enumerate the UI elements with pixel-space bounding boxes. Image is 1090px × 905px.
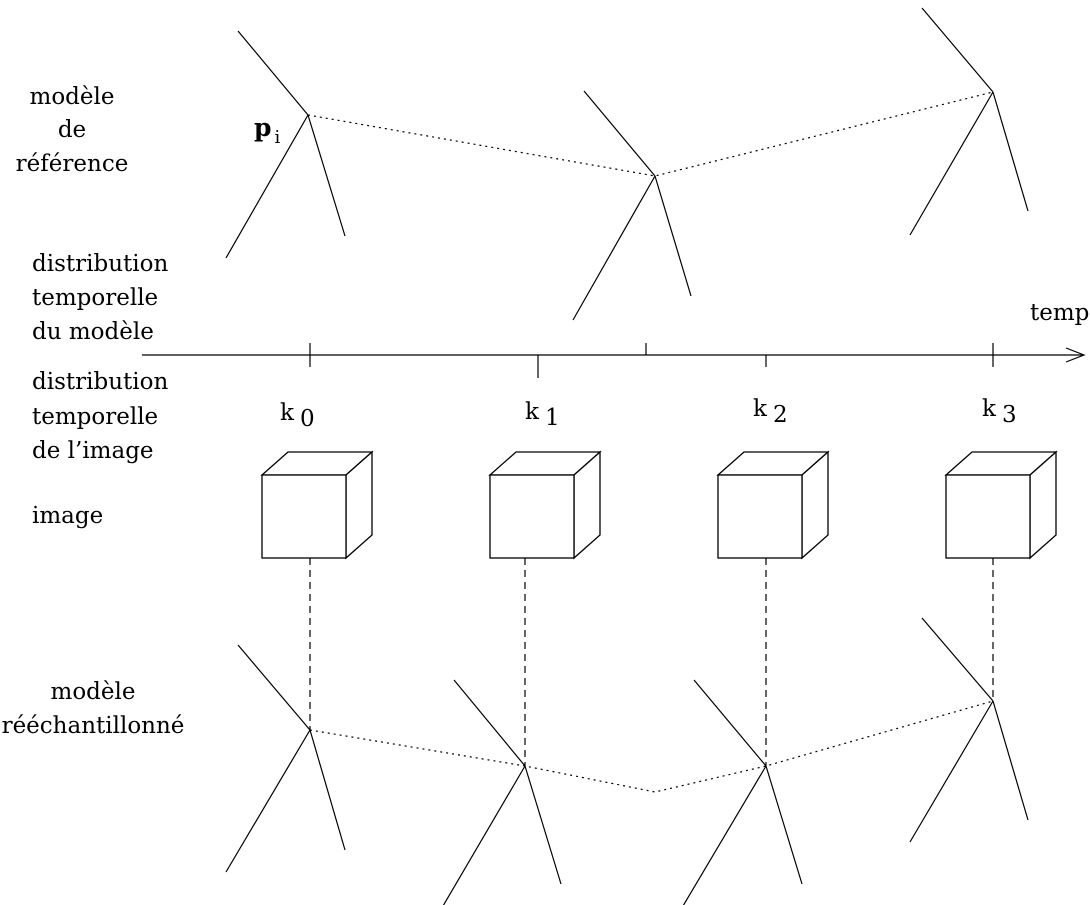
image-cube-k0 <box>260 450 374 560</box>
time-axis-label: temps <box>1030 300 1090 326</box>
model-time-distribution-label-line-1: distribution <box>32 251 168 277</box>
reference-model-trajectory <box>307 91 994 177</box>
resampled-model-pose-k3 <box>909 617 1029 843</box>
resampled-model-trajectory <box>309 700 994 793</box>
reference-model-label: modèle de référence <box>16 84 129 177</box>
model-time-distribution-label: distribution temporelle du modèle <box>32 251 168 345</box>
image-cube-k1 <box>488 450 602 560</box>
image-label: image <box>32 503 103 529</box>
image-time-distribution-label-line-2: temporelle <box>32 404 158 430</box>
resampled-model-label: modèle rééchantillonné <box>2 679 185 739</box>
reference-model-label-line-3: référence <box>16 151 129 177</box>
image-time-distribution-label-line-3: de l’image <box>32 438 154 464</box>
image-cube-k3 <box>944 450 1058 560</box>
reference-model-pose-1 <box>225 30 346 259</box>
reference-model-label-line-2: de <box>58 117 86 143</box>
time-axis-arrowhead <box>1065 347 1086 363</box>
image-time-distribution-label-line-1: distribution <box>32 369 168 395</box>
resampled-model-pose-k2 <box>682 679 803 905</box>
reference-model-pose-2 <box>572 90 692 321</box>
time-axis: temps <box>142 300 1090 378</box>
reference-model-pose-3 <box>909 7 1029 236</box>
resampled-model-pose-k1 <box>442 679 562 905</box>
image-time-distribution-label: distribution temporelle de l’image <box>32 369 168 464</box>
model-time-distribution-label-line-3: du modèle <box>32 319 154 345</box>
reference-model-label-line-1: modèle <box>30 84 115 110</box>
image-cube-k2 <box>716 450 830 560</box>
resampled-model-pose-k0 <box>225 644 346 873</box>
resampled-model-label-line-2: rééchantillonné <box>2 713 185 739</box>
resampled-model-label-line-1: modèle <box>51 679 136 705</box>
model-time-distribution-label-line-2: temporelle <box>32 285 158 311</box>
